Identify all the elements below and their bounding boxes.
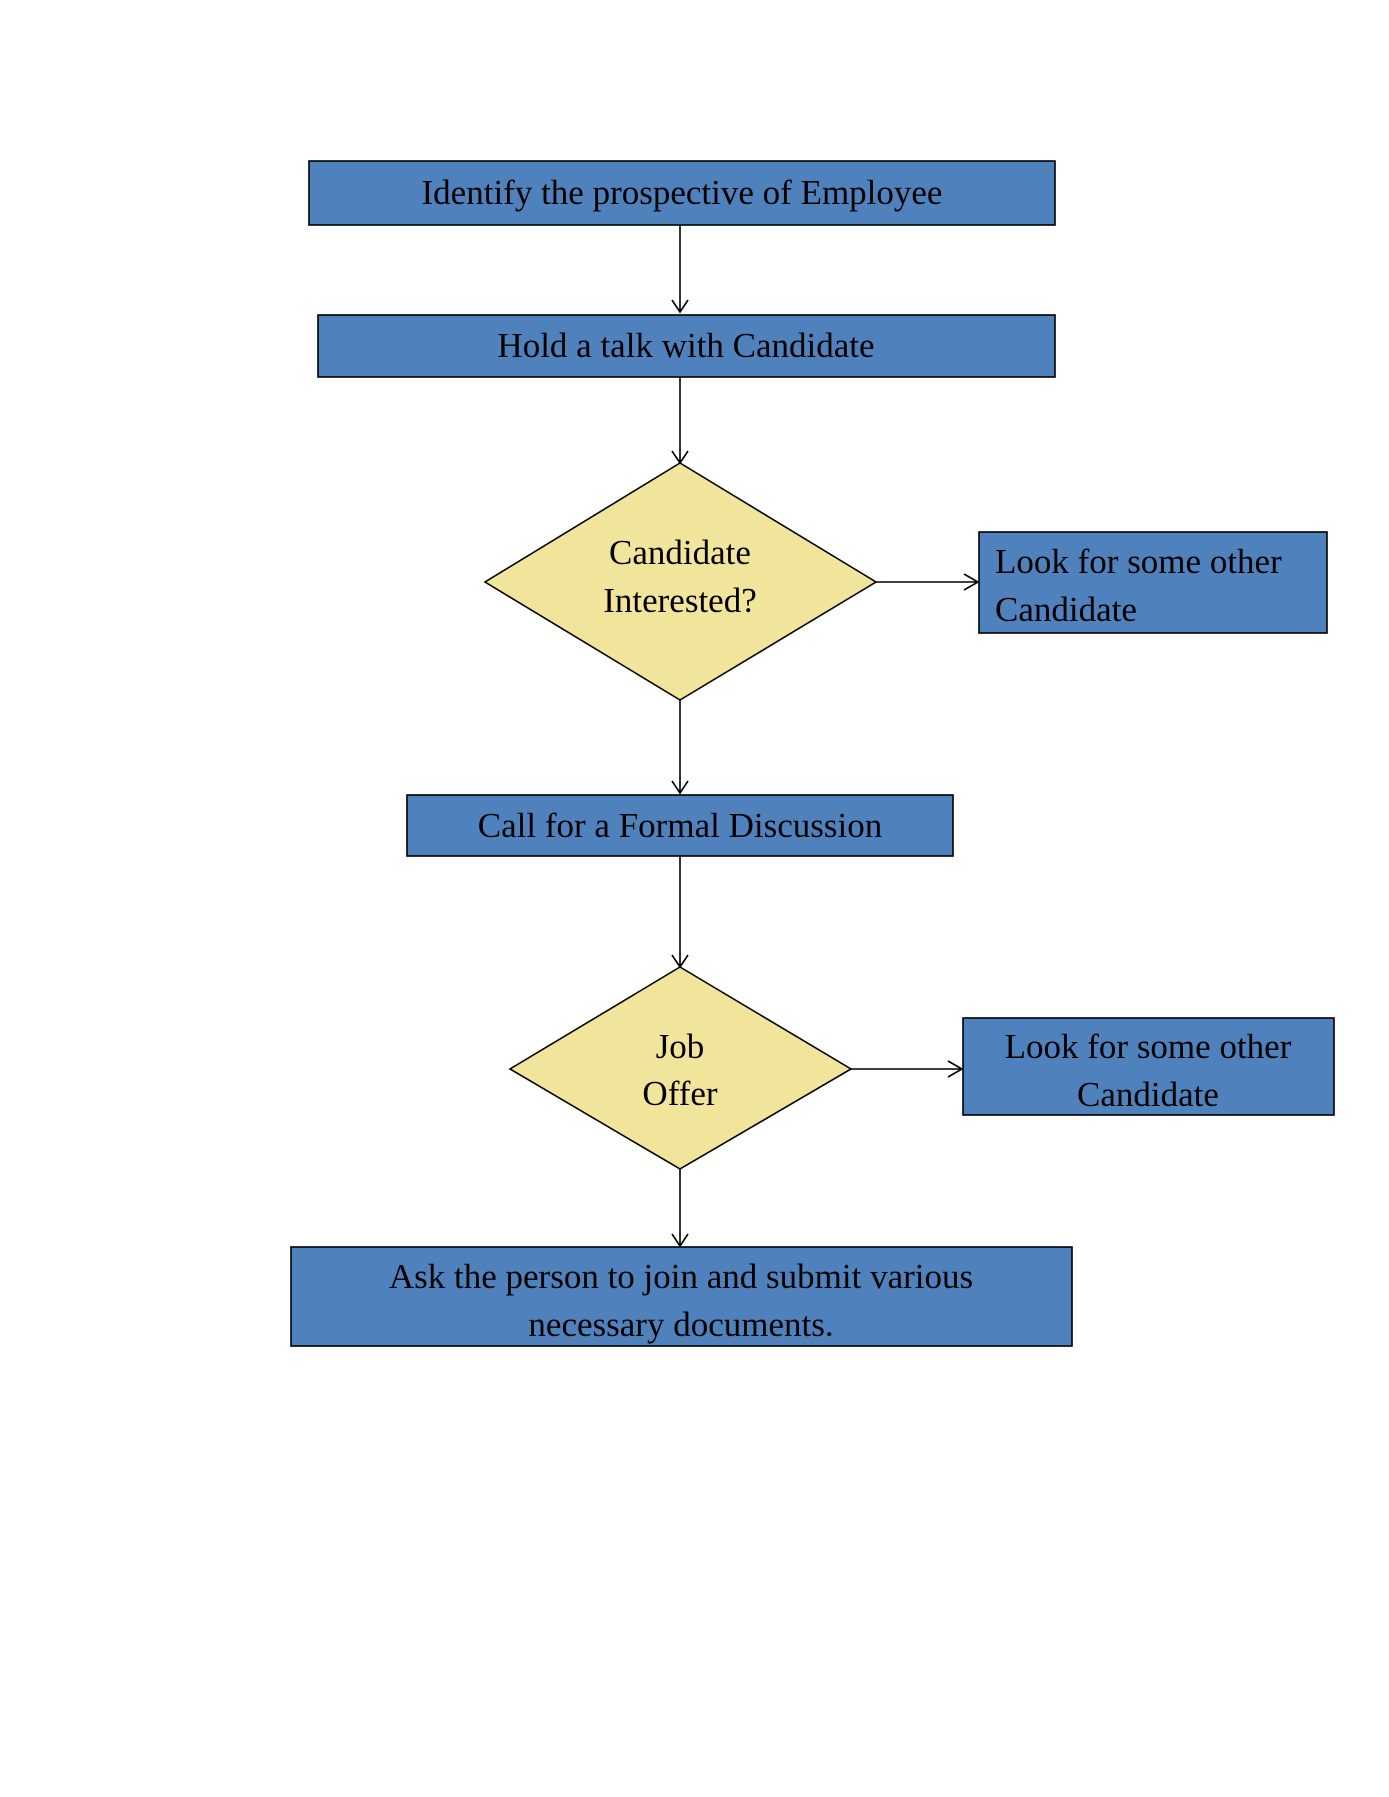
arrowhead-formal-discussion bbox=[671, 780, 689, 795]
identify-label: Identify the prospective of Employee bbox=[422, 173, 943, 212]
ask-join-box bbox=[290, 1246, 1073, 1347]
look-other-1-line-1: Look for some other bbox=[995, 542, 1282, 581]
node-ask-join: Ask the person to join and submit variou… bbox=[290, 1246, 1073, 1347]
arrowhead-look-other-1 bbox=[963, 573, 980, 591]
arrowhead-ask-join bbox=[671, 1233, 689, 1248]
node-look-other-1: Look for some other Candidate bbox=[978, 531, 1328, 634]
identify-box bbox=[308, 160, 1056, 226]
ask-join-line-1: Ask the person to join and submit variou… bbox=[389, 1257, 973, 1296]
hold-talk-label: Hold a talk with Candidate bbox=[497, 326, 874, 365]
look-other-1-line-2: Candidate bbox=[995, 590, 1137, 629]
job-offer-line-2: Offer bbox=[642, 1074, 717, 1113]
candidate-interested-diamond bbox=[483, 462, 878, 701]
node-job-offer: Job Offer bbox=[508, 966, 853, 1170]
look-other-2-line-1: Look for some other bbox=[1005, 1027, 1292, 1066]
formal-discussion-label: Call for a Formal Discussion bbox=[478, 806, 882, 845]
node-look-other-2: Look for some other Candidate bbox=[962, 1017, 1335, 1116]
node-candidate-interested: Candidate Interested? bbox=[483, 462, 878, 701]
look-other-2-box bbox=[962, 1017, 1335, 1116]
formal-discussion-box bbox=[406, 794, 954, 857]
candidate-interested-line-1: Candidate bbox=[609, 533, 751, 572]
node-identify: Identify the prospective of Employee bbox=[308, 160, 1056, 226]
connectors bbox=[671, 225, 980, 1248]
look-other-1-box bbox=[978, 531, 1328, 634]
hold-talk-box bbox=[317, 314, 1056, 378]
arrowhead-look-other-2 bbox=[947, 1060, 964, 1078]
job-offer-diamond bbox=[508, 966, 853, 1170]
job-offer-line-1: Job bbox=[656, 1027, 705, 1066]
ask-join-line-2: necessary documents. bbox=[528, 1305, 833, 1344]
look-other-2-line-2: Candidate bbox=[1077, 1075, 1219, 1114]
node-hold-talk: Hold a talk with Candidate bbox=[317, 314, 1056, 378]
candidate-interested-line-2: Interested? bbox=[603, 581, 757, 620]
node-formal-discussion: Call for a Formal Discussion bbox=[406, 794, 954, 857]
arrowhead-hold-talk bbox=[671, 299, 689, 314]
